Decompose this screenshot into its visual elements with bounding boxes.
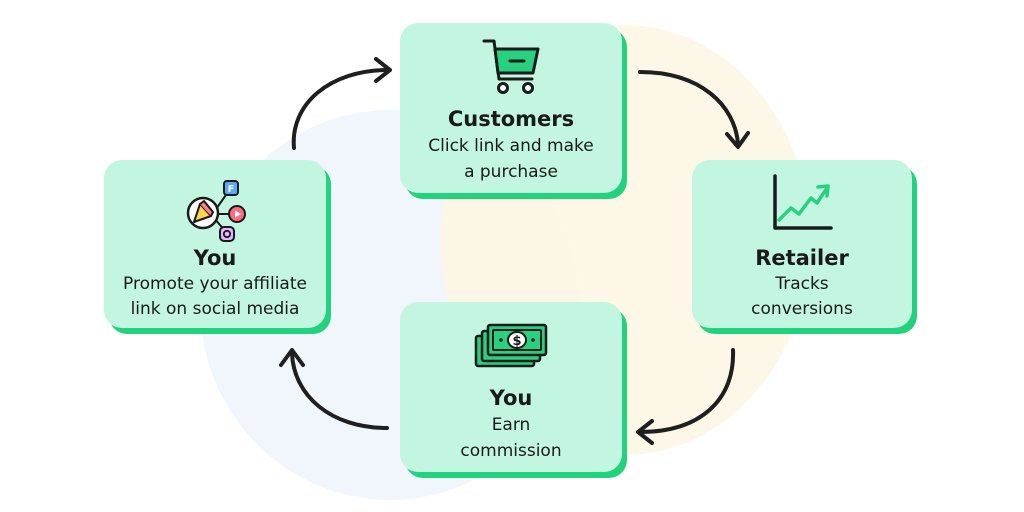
social-badge-letter: F <box>228 184 235 195</box>
svg-text:$: $ <box>512 334 521 349</box>
step-card-promote: F You Promote your affiliate link on soc… <box>104 160 326 328</box>
rising-chart-icon <box>773 174 833 230</box>
shopping-cart-icon <box>482 39 540 94</box>
step-description-line-2: commission <box>460 441 562 461</box>
step-title: Retailer <box>755 246 849 270</box>
arrow-retailer-to-earn <box>638 348 736 434</box>
arrow-customers-to-retailer <box>638 70 740 146</box>
arrowhead-promote-to-customers <box>374 57 392 83</box>
step-description-line-1: Tracks <box>775 274 829 294</box>
arrowhead-customers-to-retailer <box>725 131 750 149</box>
arrow-promote-to-customers <box>291 68 390 150</box>
step-description-line-1: Click link and make <box>428 136 594 156</box>
step-description-line-2: link on social media <box>130 299 300 319</box>
step-card-earn-commission: $ You Earn commission <box>400 302 622 472</box>
arrowhead-earn-to-promote <box>279 348 305 367</box>
step-description-line-1: Earn <box>491 415 531 435</box>
step-description-line-1: Promote your affiliate <box>123 274 307 294</box>
step-title: Customers <box>447 107 575 131</box>
step-description-line-2: conversions <box>751 299 853 319</box>
step-card-retailer: Retailer Tracks conversions <box>692 160 912 328</box>
social-media-megaphone-icon: F <box>186 180 246 242</box>
step-title: You <box>193 246 237 270</box>
step-title: You <box>489 386 533 410</box>
step-description-line-2: a purchase <box>464 162 558 182</box>
step-card-customers: Customers Click link and make a purchase <box>400 23 622 193</box>
money-stack-icon: $ <box>474 323 548 368</box>
arrow-earn-to-promote <box>290 352 389 430</box>
arrowhead-retailer-to-earn <box>636 419 654 445</box>
